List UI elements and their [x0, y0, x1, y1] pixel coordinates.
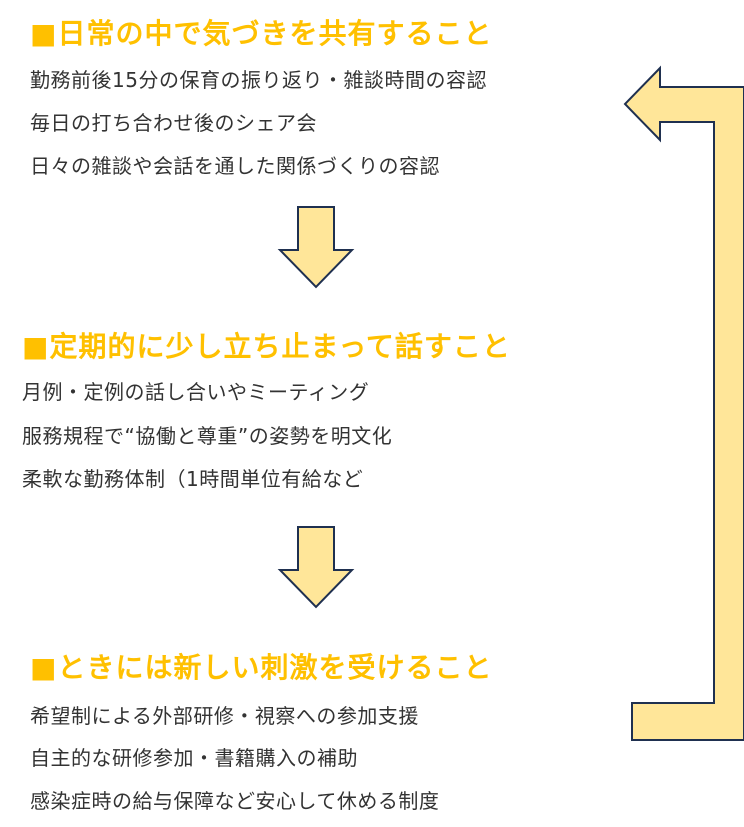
- section-1-heading: ■日常の中で気づきを共有すること: [30, 17, 493, 50]
- section-3-heading: ■ときには新しい刺激を受けること: [30, 651, 493, 684]
- section-1-item: 日々の雑談や会話を通した関係づくりの容認: [30, 154, 440, 178]
- section-3-item: 自主的な研修参加・書籍購入の補助: [30, 746, 358, 770]
- section-2-item: 柔軟な勤務体制（1時間単位有給など: [22, 467, 364, 491]
- section-3-item: 感染症時の給与保障など安心して休める制度: [30, 789, 440, 813]
- section-1-item: 毎日の打ち合わせ後のシェア会: [30, 111, 317, 135]
- loop-back-arrow: [623, 65, 744, 741]
- section-1-item: 勤務前後15分の保育の振り返り・雑談時間の容認: [30, 68, 487, 92]
- section-2-item: 月例・定例の話し合いやミーティング: [22, 380, 370, 404]
- down-arrow-2: [277, 526, 355, 609]
- section-2-item: 服務規程で“協働と尊重”の姿勢を明文化: [22, 424, 393, 448]
- section-3-item: 希望制による外部研修・視察への参加支援: [30, 704, 419, 728]
- section-2-heading: ■定期的に少し立ち止まって話すこと: [22, 330, 511, 363]
- down-arrow-1: [277, 206, 355, 289]
